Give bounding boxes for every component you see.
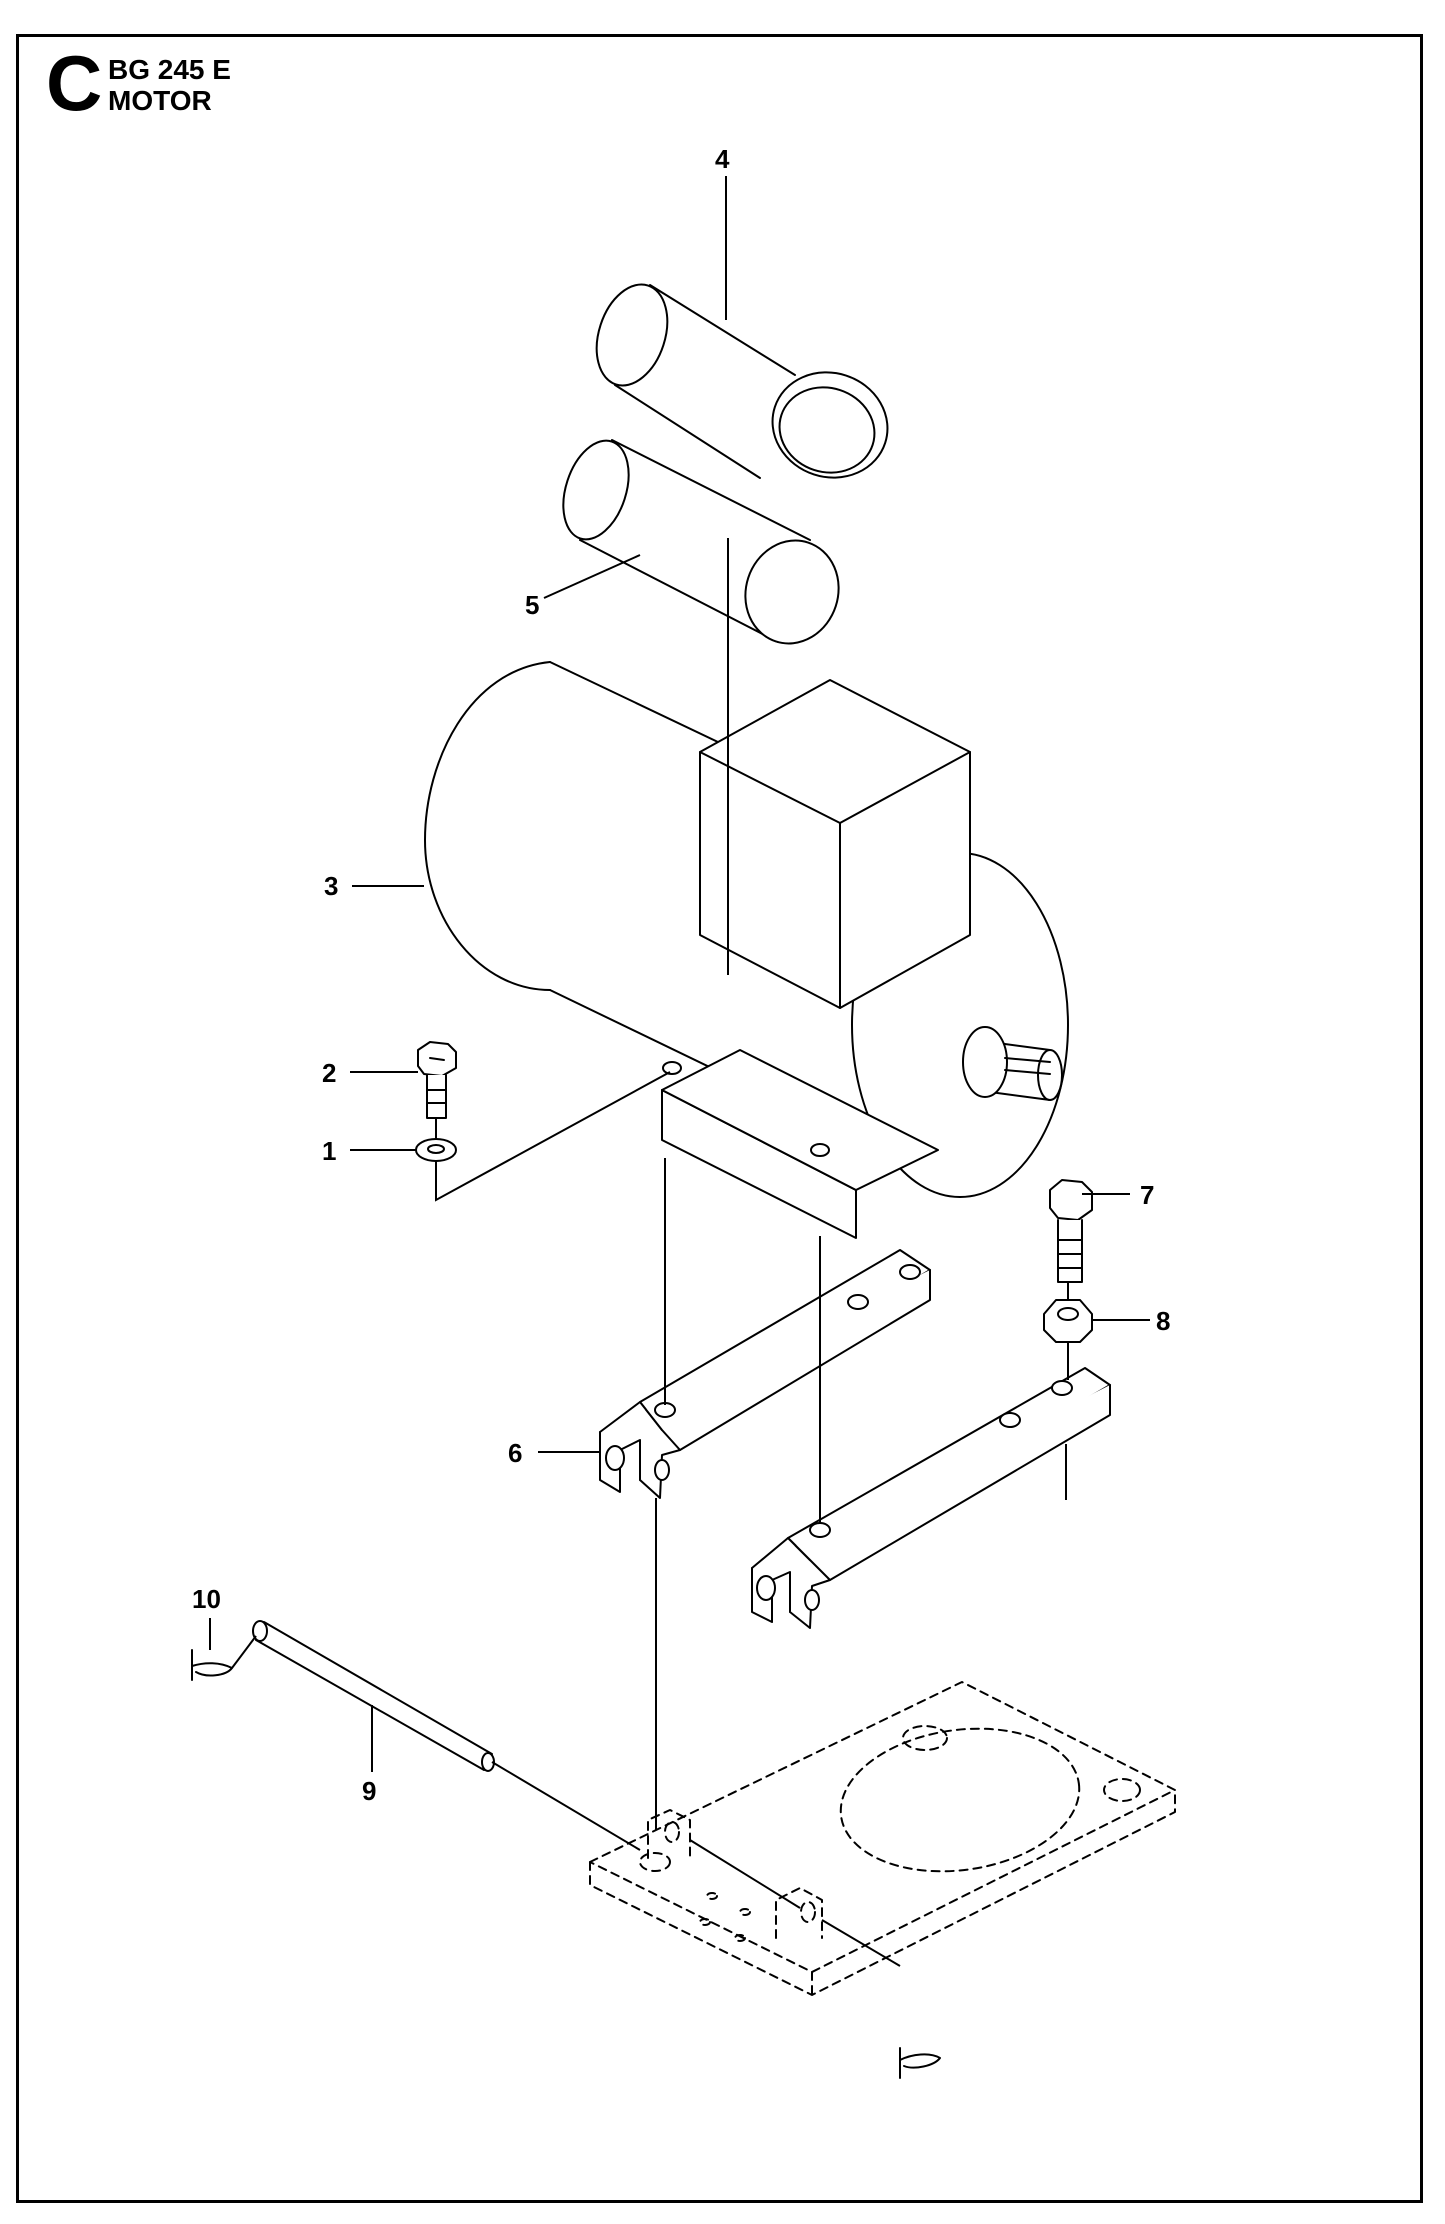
- bracket-part-6: [599, 1249, 931, 1499]
- callout-label: 6: [508, 1438, 522, 1468]
- callout-label: 4: [715, 144, 730, 174]
- washer-part-1: [415, 1138, 457, 1162]
- callout-label: 9: [362, 1776, 376, 1806]
- bolt-part-7: [1049, 1179, 1093, 1283]
- callout-label: 1: [322, 1136, 336, 1166]
- bracket-part-6b: [751, 1367, 1111, 1629]
- callout-label: 10: [192, 1584, 221, 1614]
- model-name: BG 245 E: [108, 54, 231, 85]
- clip-bottom: [899, 2047, 941, 2079]
- diagram-frame: [16, 34, 1423, 2203]
- diagram-title: MOTOR: [108, 85, 212, 117]
- callout-label: 5: [525, 590, 539, 620]
- nut-part-8: [1043, 1299, 1093, 1343]
- callout-label: 2: [322, 1058, 336, 1088]
- clip-part-10: [191, 1649, 233, 1681]
- callout-label: 8: [1156, 1306, 1170, 1336]
- section-letter: C: [46, 39, 103, 127]
- assembly-lines: [231, 538, 1069, 1967]
- callout-leaders: [209, 176, 1150, 1772]
- motor-part-3: [424, 661, 1069, 1239]
- pin-part-9: [252, 1620, 495, 1772]
- callout-label: 3: [324, 871, 338, 901]
- diagram-header: BG 245 E MOTOR: [108, 54, 231, 117]
- capacitor-part-5: [562, 439, 840, 645]
- capacitor-part-4: [595, 283, 889, 479]
- base-plate: [589, 1681, 1176, 1996]
- callout-label: 7: [1140, 1180, 1154, 1210]
- bolt-part-2: [417, 1041, 457, 1119]
